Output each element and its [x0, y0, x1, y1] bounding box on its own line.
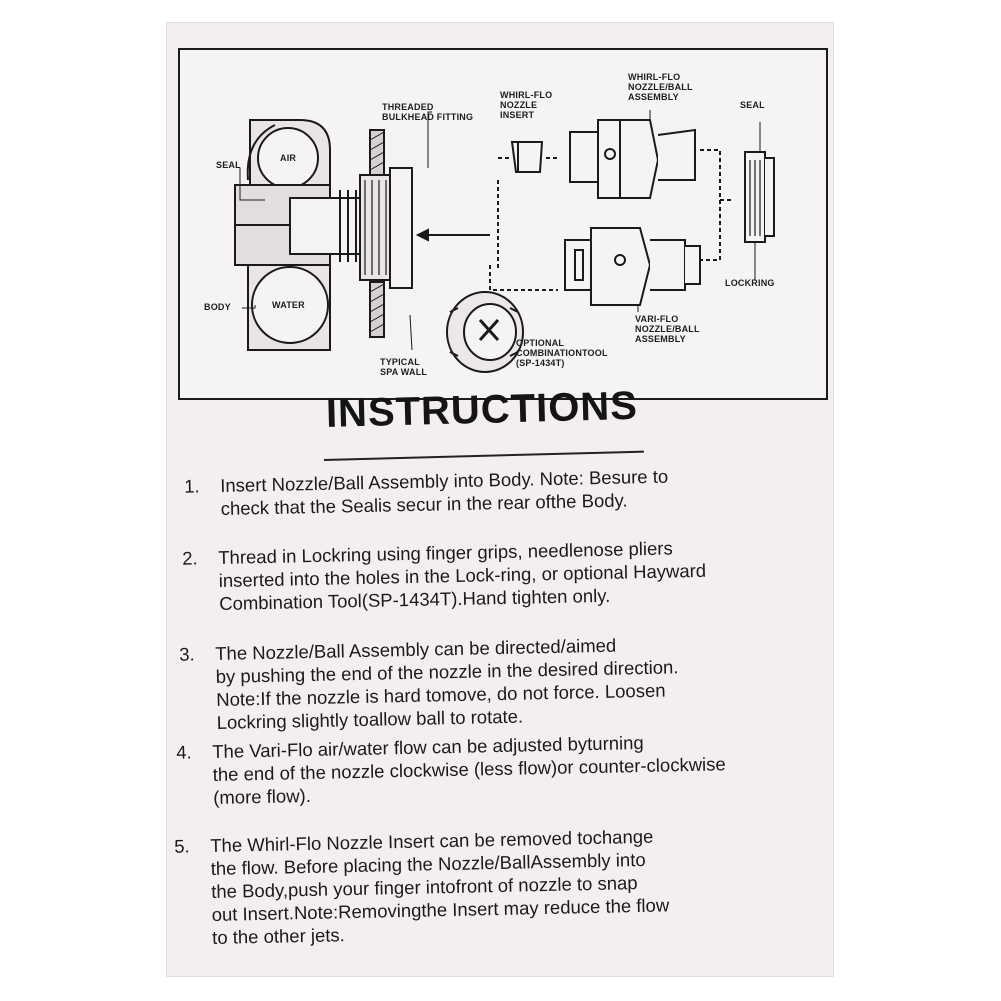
label-air: AIR [280, 153, 297, 163]
step-number: 2. [182, 547, 198, 569]
threaded-tube [289, 174, 401, 281]
label-whirl-assembly: WHIRL-FLO NOZZLE/BALL ASSEMBLY [628, 72, 693, 102]
vari-flo-assembly [564, 227, 701, 306]
body-water-chamber [247, 264, 331, 351]
whirl-flo-assembly [569, 119, 696, 199]
instruction-step-4: 4. The Vari-Flo air/water flow can be ad… [176, 729, 726, 809]
combination-tool [446, 291, 524, 373]
label-seal-right: SEAL [740, 100, 765, 110]
instruction-step-5: 5. The Whirl-Flo Nozzle Insert can be re… [174, 824, 670, 949]
label-threaded-bulkhead: THREADED BULKHEAD FITTING [382, 102, 474, 122]
assembly-diagram: THREADED BULKHEAD FITTING WHIRL-FLO NOZZ… [178, 48, 828, 400]
whirl-flo-insert [510, 141, 544, 173]
instruction-step-1: 1. Insert Nozzle/Ball Assembly into Body… [184, 465, 669, 520]
label-vari-assembly: VARI-FLO NOZZLE/BALL ASSEMBLY [635, 314, 700, 344]
spa-wall [369, 129, 385, 338]
instruction-sheet: THREADED BULKHEAD FITTING WHIRL-FLO NOZZ… [166, 22, 834, 977]
label-spa-wall: TYPICAL SPA WALL [380, 357, 428, 377]
step-number: 5. [174, 835, 190, 857]
diagram-drawing [234, 110, 775, 373]
step-number: 4. [176, 741, 192, 763]
title-underline [323, 450, 644, 461]
instruction-step-3: 3. The Nozzle/Ball Assembly can be direc… [179, 632, 680, 734]
label-whirl-insert: WHIRL-FLO NOZZLE INSERT [500, 90, 553, 120]
step-number: 1. [184, 475, 200, 497]
step-number: 3. [179, 643, 195, 665]
lockring [744, 151, 775, 243]
label-optional-tool: OPTIONAL COMBINATIONTOOL (SP-1434T) [516, 338, 608, 368]
page-title: INSTRUCTIONS [325, 383, 639, 436]
body-air-chamber [246, 119, 331, 189]
label-lockring: LOCKRING [725, 278, 775, 288]
instruction-step-2: 2. Thread in Lockring using finger grips… [182, 536, 707, 615]
label-seal-left: SEAL [216, 160, 241, 170]
label-body: BODY [204, 302, 231, 312]
label-water: WATER [272, 300, 305, 310]
bulkhead-flange [389, 167, 413, 289]
